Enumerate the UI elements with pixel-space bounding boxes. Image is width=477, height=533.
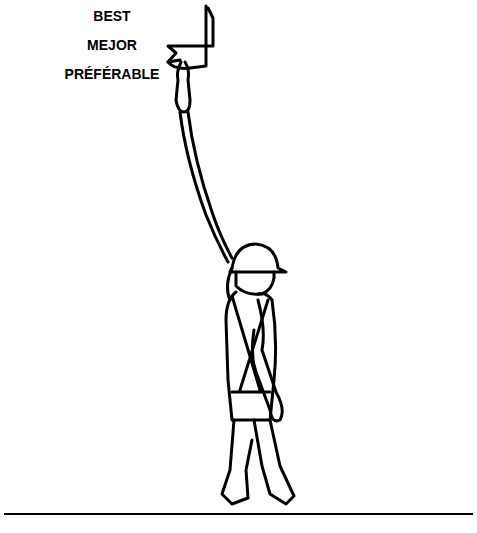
anchor-beam xyxy=(206,6,213,46)
anchor-bracket xyxy=(168,46,206,62)
label-text: PRÉFÉRABLE xyxy=(65,66,160,82)
arm xyxy=(252,300,282,421)
head xyxy=(236,272,274,294)
harness-d-ring xyxy=(227,268,232,300)
label-text: BEST xyxy=(93,8,130,24)
leg xyxy=(222,420,252,504)
label-text: MEJOR xyxy=(87,37,137,53)
lanyard xyxy=(188,112,232,258)
snap-hook xyxy=(176,62,190,112)
leg xyxy=(254,420,294,504)
helmet xyxy=(230,244,286,272)
ground-line xyxy=(4,513,473,515)
